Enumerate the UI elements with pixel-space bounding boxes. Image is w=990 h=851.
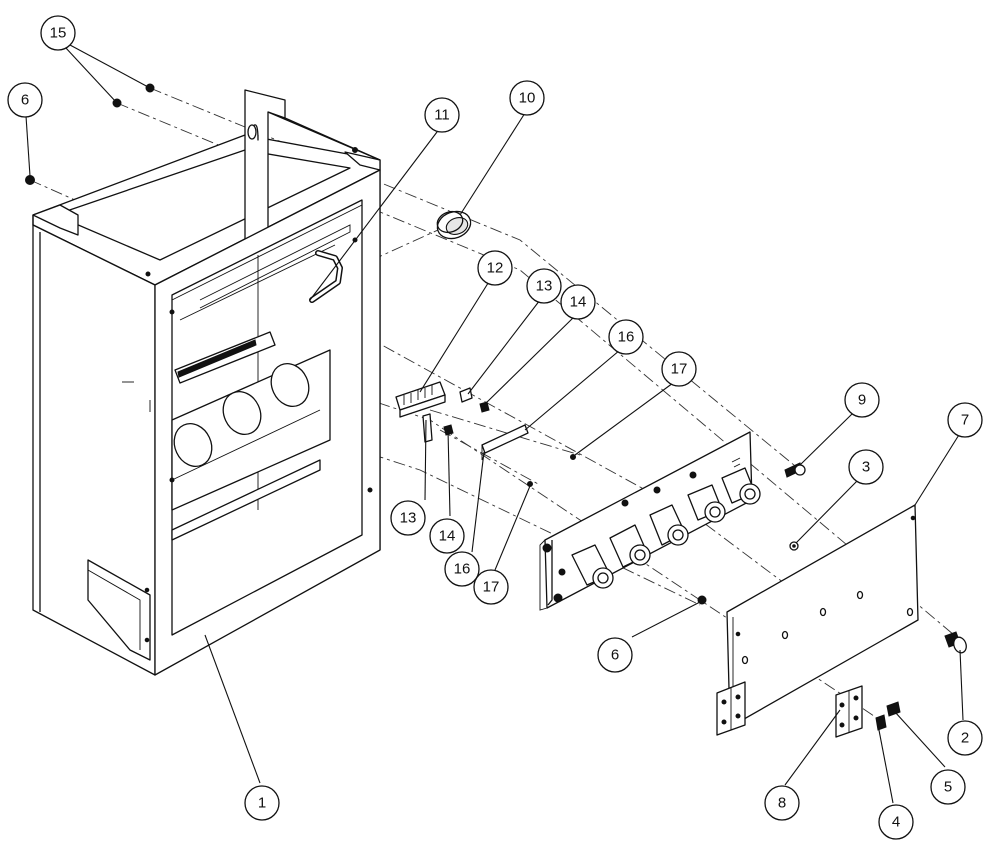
callout-label: 11 [434, 107, 450, 124]
callout-label: 5 [944, 779, 952, 796]
callout-10: 10 [509, 80, 545, 116]
callout-5: 5 [930, 769, 966, 805]
callout-6-lower: 6 [597, 637, 633, 673]
callout-8: 8 [764, 785, 800, 821]
part-4-screw [875, 714, 887, 731]
callout-label: 17 [671, 361, 688, 378]
callout-17-upper: 17 [661, 351, 697, 387]
part-17-screws [527, 454, 576, 487]
callout-12: 12 [477, 250, 513, 286]
part-5-screw [886, 701, 901, 717]
callout-14-lower: 14 [429, 518, 465, 554]
part-10-grommet [436, 210, 472, 240]
part-6-nut-upper [25, 175, 35, 185]
callout-label: 4 [892, 814, 900, 831]
callout-label: 16 [618, 329, 635, 346]
callout-label: 6 [21, 92, 29, 109]
callout-label: 2 [961, 730, 969, 747]
callout-13-upper: 13 [526, 268, 562, 304]
enclosure-box [32, 89, 381, 676]
callout-13-lower: 13 [390, 500, 426, 536]
callout-16-upper: 16 [608, 319, 644, 355]
callout-label: 15 [50, 25, 67, 42]
part-14-screw-upper [479, 401, 490, 413]
callout-label: 10 [519, 90, 536, 107]
breaker-knobs [571, 467, 761, 589]
callout-4: 4 [878, 804, 914, 840]
cover-hinge [716, 681, 746, 736]
part-2-knob [944, 631, 967, 654]
callout-label: 13 [400, 510, 417, 527]
callout-9: 9 [844, 382, 880, 418]
callout-3: 3 [848, 449, 884, 485]
part-13-clip-upper [459, 387, 473, 403]
part-3-washer [789, 541, 799, 551]
part-13-clip-lower [422, 413, 433, 443]
callout-label: 3 [862, 459, 870, 476]
callout-label: 14 [570, 294, 587, 311]
callout-label: 9 [858, 392, 866, 409]
callout-label: 14 [439, 528, 456, 545]
part-9-bolt [784, 462, 806, 478]
callout-16-lower: 16 [444, 551, 480, 587]
callout-11: 11 [424, 97, 460, 133]
callout-label: 13 [536, 278, 553, 295]
callout-7: 7 [947, 402, 983, 438]
callout-label: 16 [454, 561, 471, 578]
callout-15: 15 [40, 15, 76, 51]
part-12-terminal-block [395, 381, 446, 418]
part-16-bracket [481, 424, 529, 461]
switch-panel [539, 431, 761, 611]
part-8-hinge [835, 685, 863, 738]
leader-lines [25, 44, 964, 804]
callout-2: 2 [947, 720, 983, 756]
callout-label: 8 [778, 795, 786, 812]
callout-label: 7 [961, 412, 969, 429]
callout-label: 12 [487, 260, 504, 277]
part-7-front-cover [726, 504, 919, 728]
part-11-cable-bend [309, 250, 343, 303]
callout-label: 17 [483, 579, 500, 596]
callout-17-lower: 17 [473, 569, 509, 605]
callout-14-upper: 14 [560, 284, 596, 320]
callout-label: 1 [258, 795, 266, 812]
callout-1: 1 [244, 785, 280, 821]
callout-label: 6 [611, 647, 619, 664]
callout-6-upper: 6 [7, 82, 43, 118]
